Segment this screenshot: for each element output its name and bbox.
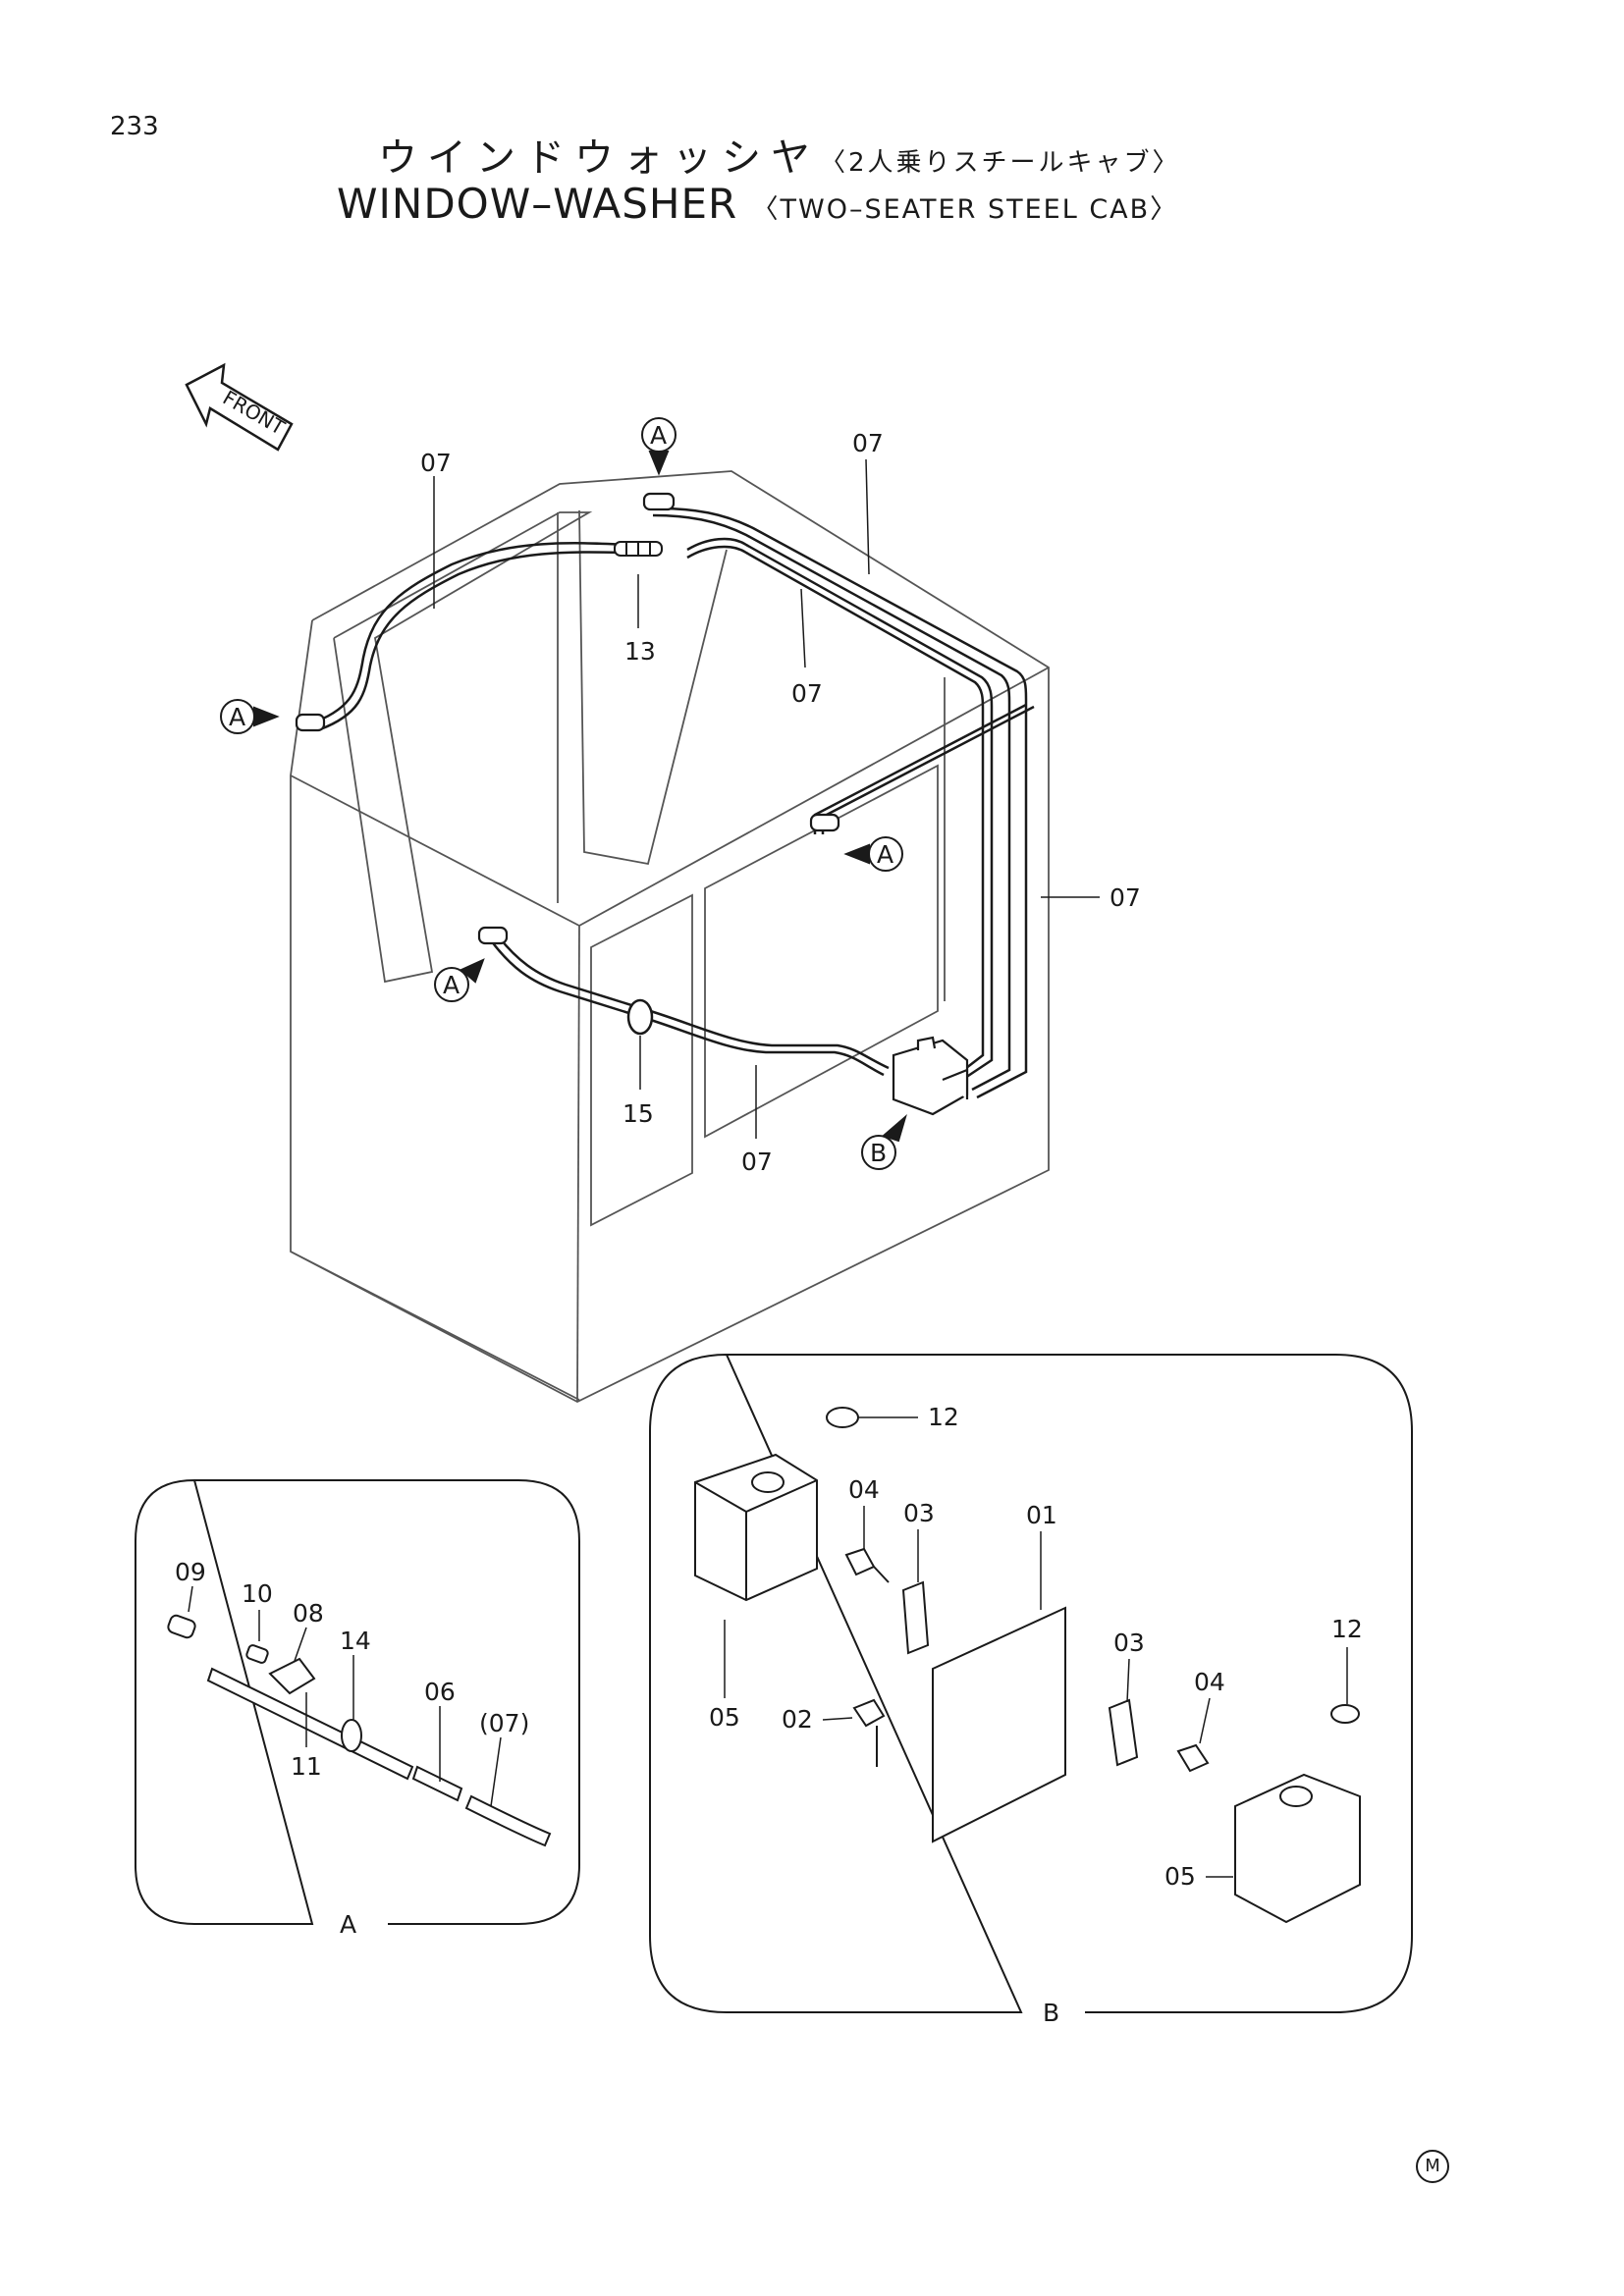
- washer-tank-in-cab: [892, 1036, 969, 1116]
- detail-b-frame: B: [649, 1353, 1413, 2027]
- bolt-04b: [1176, 1743, 1210, 1773]
- front-arrow: FRONT: [185, 362, 294, 452]
- marker-a-left: A: [229, 703, 245, 731]
- title-japanese: ウインドウォッシヤ〈2人乗りスチールキャブ〉: [378, 126, 1181, 183]
- page-number: 233: [110, 112, 159, 141]
- bracket-08: [268, 1657, 316, 1695]
- detail-b-parts: [694, 1407, 1361, 1924]
- part-15: 15: [623, 1099, 654, 1128]
- detail-b-leaders: [724, 1416, 1348, 1878]
- part-06: 06: [424, 1678, 456, 1706]
- part-14: 14: [340, 1627, 371, 1655]
- washer-hoses: [315, 507, 1035, 1099]
- part-07: 07: [1110, 883, 1141, 912]
- clip-03b: [1108, 1698, 1139, 1767]
- bolt-02: [852, 1698, 886, 1728]
- grommet-15: [626, 998, 654, 1036]
- detail-a-leaders: [188, 1585, 502, 1807]
- part-05: 05: [1164, 1862, 1196, 1891]
- part-07: 07: [420, 449, 452, 477]
- joint-06: [411, 1765, 463, 1802]
- title-en-sub: 〈TWO–SEATER STEEL CAB〉: [751, 194, 1179, 225]
- part-02: 02: [782, 1705, 813, 1734]
- marker-b: B: [870, 1139, 887, 1167]
- joint-13: [614, 541, 663, 557]
- bracket-01: [932, 1606, 1066, 1843]
- m-mark: M: [1416, 2150, 1449, 2183]
- part-05: 05: [709, 1703, 740, 1732]
- cab-frame: [290, 470, 1050, 1404]
- part-03: 03: [1113, 1629, 1145, 1657]
- part-07: 07: [791, 679, 823, 708]
- part-07: 07: [852, 429, 884, 457]
- part-12: 12: [928, 1403, 959, 1431]
- cap-12: [826, 1407, 859, 1428]
- part-08: 08: [293, 1599, 324, 1628]
- screw-10: [245, 1644, 269, 1664]
- nozzle-09: [167, 1614, 196, 1639]
- bolt-04: [844, 1547, 876, 1576]
- part-12: 12: [1331, 1615, 1363, 1643]
- detail-a-frame: A: [135, 1478, 580, 1939]
- detail-a-label: A: [340, 1910, 356, 1939]
- title-en-main: WINDOW–WASHER: [337, 180, 738, 228]
- marker-a-top: A: [650, 421, 667, 450]
- part-04: 04: [848, 1475, 880, 1504]
- cap-12b: [1330, 1704, 1360, 1724]
- marker-a-bottom: A: [443, 971, 460, 999]
- part-03: 03: [903, 1499, 935, 1527]
- part-01: 01: [1026, 1501, 1057, 1529]
- part-13: 13: [624, 637, 656, 666]
- part-10: 10: [242, 1579, 273, 1608]
- part-09: 09: [175, 1558, 206, 1586]
- title-jp-sub: 〈2人乗りスチールキャブ〉: [820, 148, 1181, 178]
- hose-07: [464, 1794, 552, 1847]
- part-07-ref: (07): [479, 1709, 529, 1737]
- title-jp-main: ウインドウォッシヤ: [378, 135, 820, 181]
- nozzles: [295, 492, 840, 945]
- detail-b-label: B: [1043, 1999, 1059, 2027]
- title-english: WINDOW–WASHER 〈TWO–SEATER STEEL CAB〉: [337, 180, 1178, 228]
- leaders-main: [433, 458, 1100, 1139]
- view-markers: [220, 417, 907, 1170]
- detail-a-parts: [167, 1614, 552, 1847]
- part-11: 11: [291, 1752, 322, 1781]
- part-07: 07: [741, 1148, 773, 1176]
- tank-05: [694, 1453, 818, 1602]
- marker-a-right: A: [877, 840, 893, 869]
- part-04: 04: [1194, 1668, 1225, 1696]
- clip-03: [901, 1580, 930, 1655]
- tank-05b: [1234, 1773, 1361, 1924]
- grommet-14: [341, 1719, 362, 1752]
